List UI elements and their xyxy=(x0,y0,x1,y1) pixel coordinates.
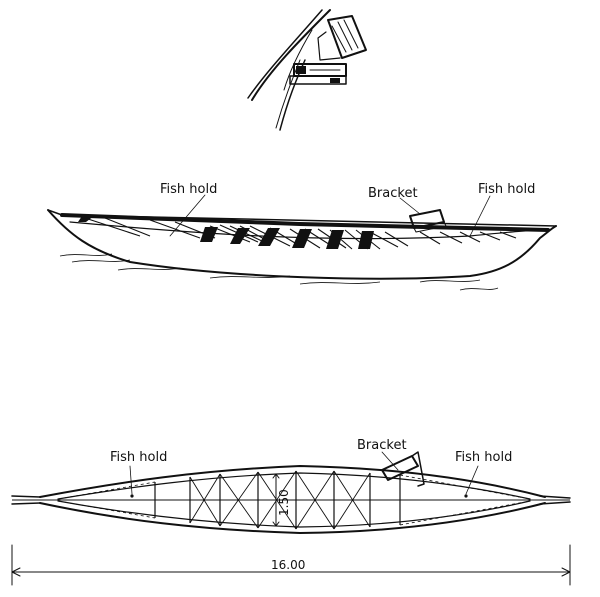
plan-frames xyxy=(154,471,401,529)
thwarts xyxy=(78,216,374,249)
beam-dimension-label: 1.50 xyxy=(277,489,291,516)
plan-fish-hold-right-label: Fish hold xyxy=(455,450,512,465)
canoe-side-view xyxy=(47,194,557,291)
plan-hull-outer xyxy=(39,465,546,498)
hull-outline xyxy=(47,209,557,280)
side-fish-hold-right-label: Fish hold xyxy=(478,182,535,197)
side-fish-hold-left-label: Fish hold xyxy=(160,182,217,197)
bracket-detail-sketch xyxy=(247,9,367,131)
gunwale xyxy=(60,213,550,232)
water-ripples xyxy=(59,253,499,291)
side-bracket-label: Bracket xyxy=(368,186,418,201)
plan-fish-hold-left-label: Fish hold xyxy=(110,450,167,465)
length-dimension-label: 16.00 xyxy=(271,558,305,572)
side-bracket-block xyxy=(409,209,447,233)
plan-cross-bracing xyxy=(189,470,371,530)
plan-bracket-label: Bracket xyxy=(357,438,407,453)
plan-bracket-block xyxy=(381,451,425,487)
length-dimension xyxy=(11,544,571,586)
canoe-plan-view xyxy=(11,451,571,534)
